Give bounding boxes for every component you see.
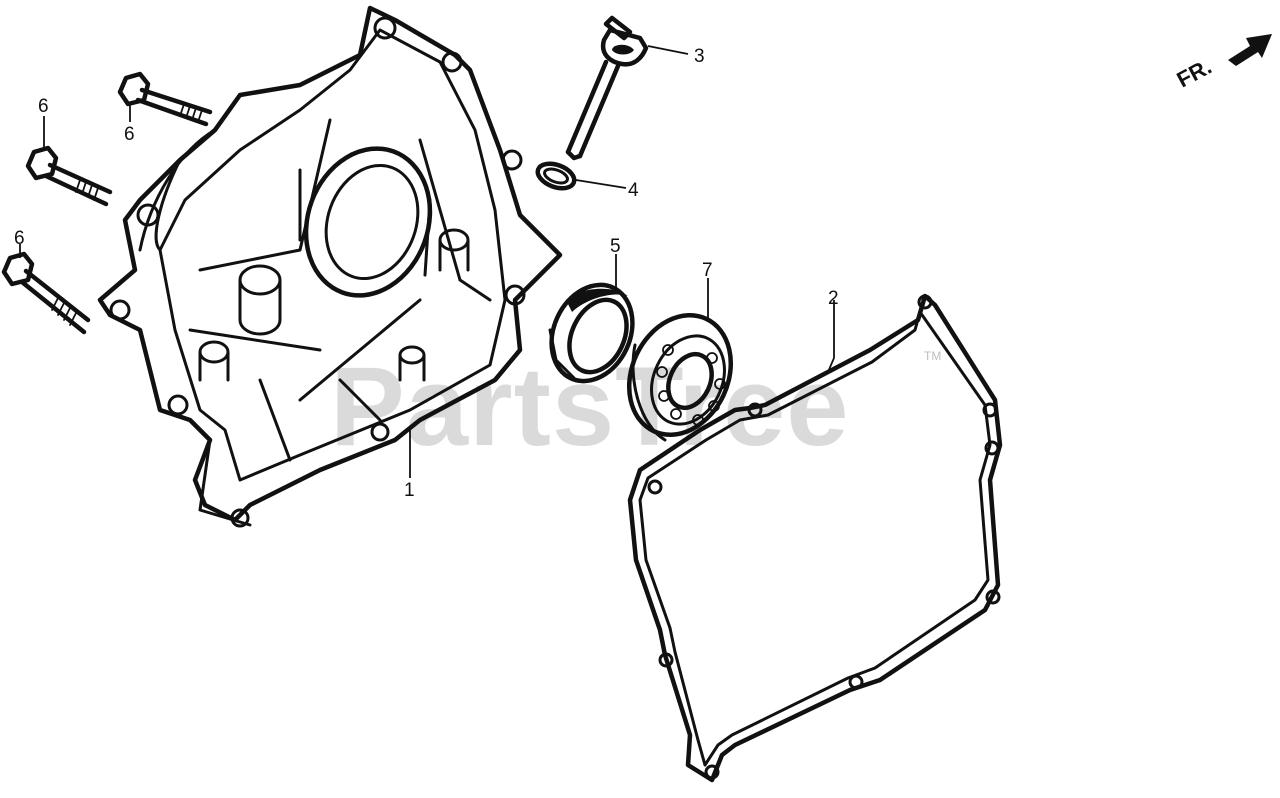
part-flange-bolt[interactable] [1, 251, 91, 335]
bearing-ball [656, 366, 668, 378]
front-direction-arrow-icon [1228, 34, 1272, 66]
callout-numbers: 1 2 3 4 5 6 6 6 7 [14, 46, 839, 501]
part-flange-bolt[interactable] [117, 71, 213, 127]
bearing-ball [658, 390, 670, 402]
callout-leaders [19, 45, 835, 478]
bolt-thread [75, 179, 99, 201]
cover-left-bulge [138, 128, 217, 252]
callout-6-top[interactable]: 6 [124, 124, 135, 145]
bearing-ball [714, 378, 726, 390]
part-o-ring[interactable] [534, 159, 577, 193]
oil-seal-lip [548, 328, 576, 380]
cover-boss [109, 299, 131, 321]
gauge-stem [565, 59, 621, 159]
cover-housing-walls [298, 168, 432, 277]
bolt-head [25, 145, 59, 181]
cover-boss [504, 284, 526, 306]
bolt-thread [179, 103, 203, 123]
cover-boss [167, 394, 189, 416]
gasket-bolt-hole [984, 440, 1000, 456]
bearing-side-face [631, 343, 667, 442]
watermark-trademark: TM [924, 349, 941, 363]
bolt-thread [51, 297, 77, 326]
part-oil-seal[interactable] [536, 272, 647, 395]
oil-seal-outer [549, 282, 635, 384]
callout-6-upper-left[interactable]: 6 [38, 96, 49, 117]
part-gasket[interactable] [627, 293, 1003, 783]
callout-3[interactable]: 3 [694, 46, 705, 67]
gasket-bolt-hole [982, 402, 998, 418]
part-flange-bolt[interactable] [25, 145, 113, 207]
gasket-bolt-hole [647, 479, 663, 495]
gasket-bolt-hole [985, 589, 1001, 605]
leader-4 [575, 179, 627, 189]
bearing-ball [708, 400, 720, 412]
cover-boss [441, 51, 463, 73]
bearing-ball [670, 408, 682, 420]
gasket-bolt-hole [848, 674, 864, 690]
cover-boss-cylinder [198, 340, 230, 382]
o-ring-inner [543, 167, 569, 185]
gasket-outer-edge [627, 293, 1003, 783]
front-direction-label: FR. [1173, 54, 1216, 93]
bolt-shank [135, 87, 213, 127]
gauge-cap [600, 27, 649, 67]
callout-1[interactable]: 1 [404, 480, 415, 501]
callout-7[interactable]: 7 [702, 260, 713, 281]
part-oil-gauge[interactable] [565, 15, 649, 161]
cover-lower-foot [193, 438, 252, 527]
part-crankcase-cover[interactable] [97, 5, 563, 528]
callout-2[interactable]: 2 [828, 288, 839, 309]
bearing-ball [692, 414, 704, 426]
bolt-head [1, 251, 35, 287]
bearing-ball [662, 344, 674, 356]
gauge-cap-shade [612, 44, 634, 55]
cover-boss-cylinder [438, 228, 470, 272]
gasket-bolt-hole [917, 294, 933, 310]
gauge-stem-tip [565, 149, 583, 161]
o-ring-outer [535, 161, 577, 191]
cover-bearing-housing-inner [324, 163, 420, 281]
bearing-ball [706, 352, 718, 364]
leader-2 [827, 300, 835, 373]
part-ball-bearing[interactable] [610, 299, 749, 452]
gasket-bolt-hole [747, 402, 763, 418]
cover-boss [230, 508, 250, 528]
callout-4[interactable]: 4 [628, 180, 639, 201]
cover-inner-rim [158, 28, 507, 482]
front-direction-marker: FR. [1173, 34, 1272, 92]
cover-ribs [188, 118, 492, 462]
gasket-inner-edge [638, 310, 992, 767]
leader-3 [647, 45, 689, 55]
bearing-inner-race [666, 352, 714, 410]
callout-5[interactable]: 5 [610, 236, 621, 257]
bolt-shank [19, 268, 91, 335]
cover-boss-cylinder [238, 264, 282, 336]
bearing-ball-track [650, 334, 726, 426]
gasket-bolt-hole [704, 764, 720, 780]
cover-boss [373, 16, 397, 40]
oil-seal-shade [566, 288, 628, 312]
gasket-bolt-hole [658, 652, 674, 668]
oil-seal-inner [567, 297, 629, 375]
cover-boss [370, 422, 390, 442]
cover-boss-cylinder [398, 345, 426, 382]
callout-6-lower-left[interactable]: 6 [14, 228, 25, 249]
cover-boss [501, 149, 523, 171]
